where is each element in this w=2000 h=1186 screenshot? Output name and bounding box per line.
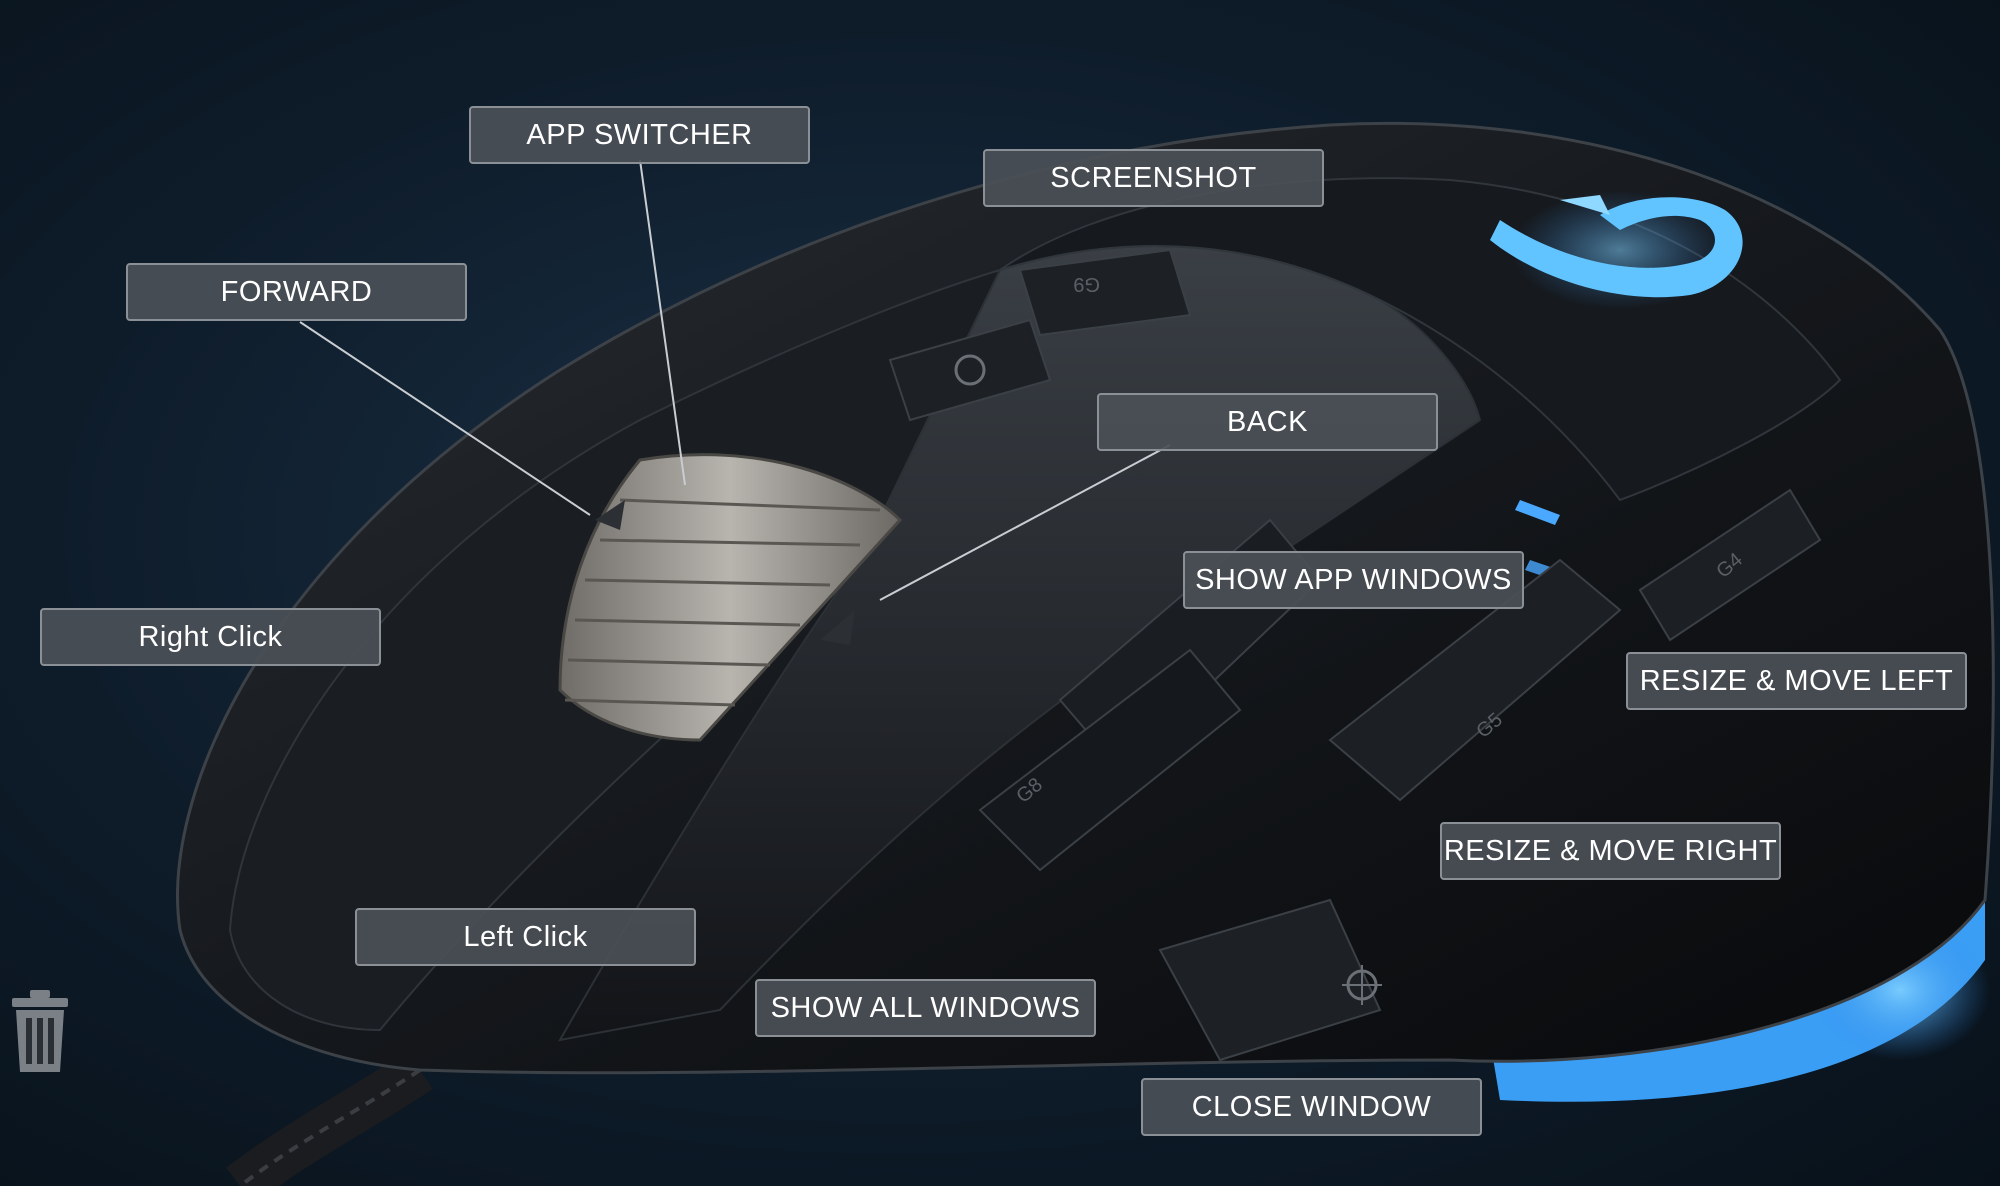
trash-icon[interactable] (8, 988, 72, 1074)
label-close-window[interactable]: CLOSE WINDOW (1141, 1078, 1482, 1136)
label-right-click[interactable]: Right Click (40, 608, 381, 666)
top-button-mode (888, 318, 1052, 422)
logitech-g-logo (1490, 190, 1743, 310)
label-show-all-windows[interactable]: SHOW ALL WINDOWS (755, 979, 1096, 1037)
label-resize-move-right[interactable]: RESIZE & MOVE RIGHT (1440, 822, 1781, 880)
side-button-g5 (1328, 558, 1622, 802)
side-button-g4 (1638, 488, 1822, 642)
label-app-switcher[interactable]: APP SWITCHER (469, 106, 810, 164)
g9-mark: G9 (1073, 273, 1100, 295)
label-forward[interactable]: FORWARD (126, 263, 467, 321)
label-screenshot[interactable]: SCREENSHOT (983, 149, 1324, 207)
label-back[interactable]: BACK (1097, 393, 1438, 451)
sniper-button (1158, 898, 1382, 1062)
dpi-target-icon (1342, 965, 1382, 1005)
top-button-g9 (1018, 248, 1192, 337)
trash-icon-graphic (12, 990, 68, 1072)
callout-lines (299, 159, 1171, 601)
label-resize-move-left[interactable]: RESIZE & MOVE LEFT (1626, 652, 1967, 710)
label-show-app-windows[interactable]: SHOW APP WINDOWS (1183, 551, 1524, 609)
side-button-g8 (978, 648, 1242, 872)
label-left-click[interactable]: Left Click (355, 908, 696, 966)
scroll-wheel (558, 453, 903, 742)
